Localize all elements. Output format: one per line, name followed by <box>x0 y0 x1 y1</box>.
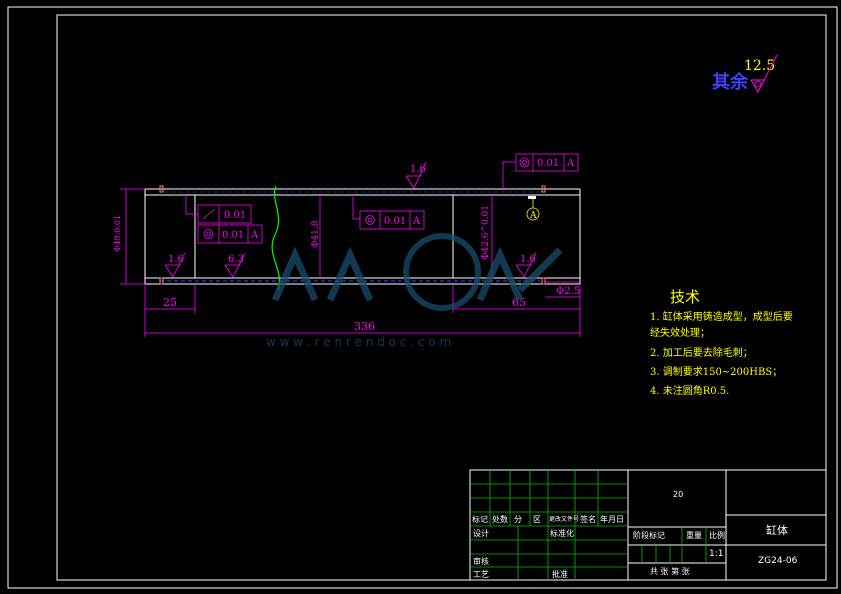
header-div: 分 <box>514 515 522 524</box>
title-block <box>469 469 827 581</box>
datum-marker: A <box>526 196 540 221</box>
dim-right-dia-label: Φ2.5 <box>556 286 580 297</box>
svg-text:1.6: 1.6 <box>168 254 184 265</box>
tech-item-2: 经失效处理； <box>650 328 710 339</box>
svg-text:A: A <box>529 211 537 221</box>
dim-336-label: 336 <box>354 320 375 333</box>
review-label: 审核 <box>473 557 489 566</box>
part-name: 缸体 <box>766 524 788 537</box>
svg-text:1.6: 1.6 <box>410 164 426 175</box>
roughness-symbol <box>750 54 778 94</box>
break-line <box>271 185 281 291</box>
header-sign: 签名 <box>580 515 596 524</box>
roughness-other-label: 其余 <box>712 71 749 93</box>
roughness-other-value: 12.5 <box>744 58 775 74</box>
svg-text:6.3: 6.3 <box>228 254 244 265</box>
tech-item-1: 1. 缸体采用铸造成型，成型后要 <box>650 312 793 323</box>
roughness-left: 1.6 <box>164 252 186 278</box>
header-date: 年月日 <box>600 515 624 524</box>
tolerance-frame-left-upper <box>185 195 252 224</box>
standardization-label: 标准化 <box>550 529 574 538</box>
svg-text:0.01: 0.01 <box>224 210 246 221</box>
svg-text:1.6: 1.6 <box>520 254 536 265</box>
tech-title: 技术 <box>670 288 701 306</box>
dim-left-diameter-label: Φ49.0.01 <box>113 215 122 252</box>
roughness-top: 1.6 <box>405 161 427 189</box>
tech-item-5: 4. 未注圆角R0.5. <box>650 386 730 397</box>
tolerance-frame-middle <box>352 195 425 230</box>
svg-text:A: A <box>566 158 575 169</box>
svg-text:0.01: 0.01 <box>537 158 559 169</box>
drawing-number: ZG24-06 <box>758 556 798 566</box>
header-mark: 标记 <box>472 515 488 524</box>
watermark-url: w w w . r e n r e n d o c . c o m <box>266 335 451 349</box>
roughness-right: 1.6 <box>515 252 537 278</box>
svg-text:0.01: 0.01 <box>384 216 406 227</box>
design-label: 设计 <box>473 529 489 538</box>
approve-label: 批准 <box>552 570 568 579</box>
dim-left-diameter <box>120 188 145 285</box>
weight-label: 重量 <box>686 531 702 540</box>
stage-label: 阶段标记 <box>633 531 665 540</box>
tolerance-frame-left-lower <box>197 224 263 244</box>
outer-frame <box>7 6 838 589</box>
svg-text:0.01: 0.01 <box>222 230 244 241</box>
part-outline <box>144 188 581 285</box>
header-zone: 区 <box>533 515 541 524</box>
watermark: w w w . r e n r e n d o c . c o m <box>266 233 563 349</box>
material: 20 <box>673 490 684 499</box>
scale: 1:1 <box>709 549 724 559</box>
header-count: 处数 <box>492 515 508 524</box>
roughness-left2: 6.3 <box>224 252 246 278</box>
tolerance-frame-top <box>502 153 579 189</box>
dim-65-label: 65 <box>512 296 526 309</box>
svg-text:A: A <box>250 230 259 241</box>
tech-item-4: 3. 调制要求150~200HBS； <box>650 367 783 378</box>
tech-item-3: 2. 加工后要去除毛刺； <box>650 348 753 359</box>
inner-frame <box>56 14 827 581</box>
sheet-label: 共 张 第 张 <box>650 567 690 576</box>
scale-label: 比例 <box>709 531 725 540</box>
process-label: 工艺 <box>473 570 489 579</box>
title-block-green-grid <box>470 470 707 580</box>
dim-right-inner-label: Φ42.6^0.01 <box>481 205 491 260</box>
dim-336 <box>144 284 581 337</box>
header-change-doc: 更改文件号 <box>549 516 580 523</box>
dim-mid-diameter-label: Φ41.8 <box>311 220 321 248</box>
roughness-other: 其余 12.5 <box>712 54 778 94</box>
svg-text:A: A <box>412 216 421 227</box>
dim-25-label: 25 <box>163 296 177 309</box>
dim-25 <box>144 284 196 313</box>
